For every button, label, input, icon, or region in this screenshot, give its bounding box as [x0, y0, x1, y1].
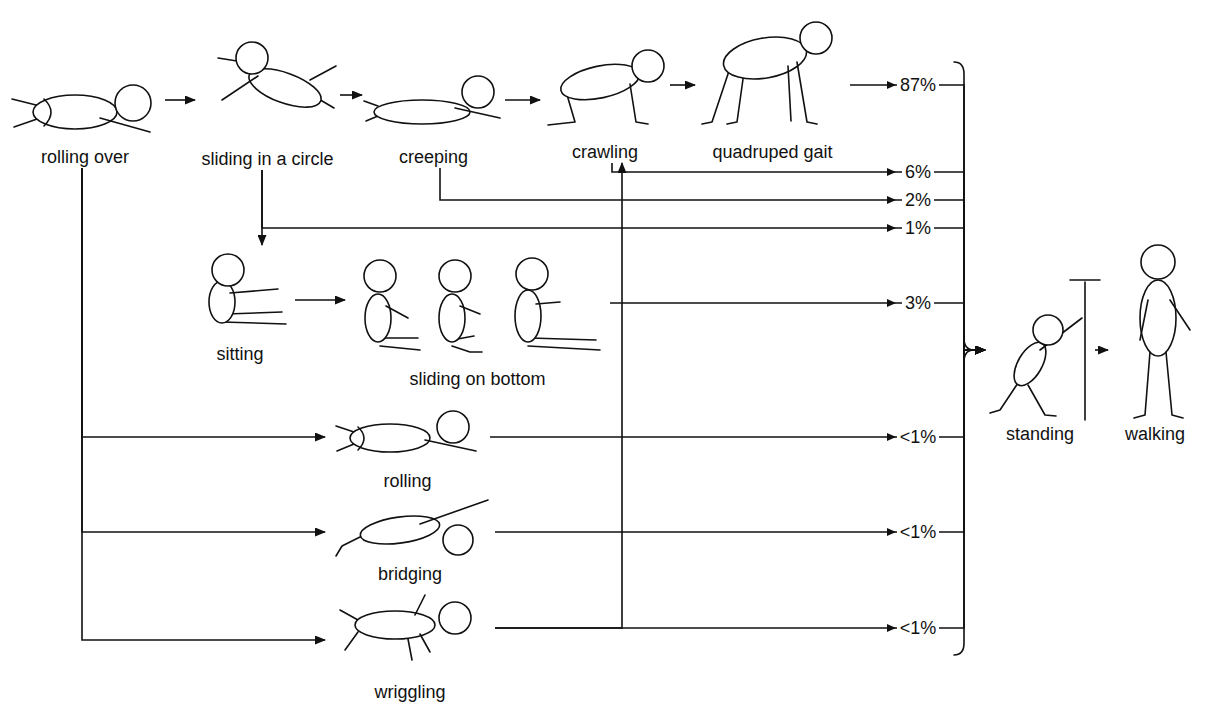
percent-label: <1%	[897, 617, 940, 639]
stage-label: rolling	[325, 470, 490, 492]
baby-figure	[12, 85, 151, 132]
arrow-connector	[262, 170, 985, 350]
stage-node: rolling	[325, 395, 490, 492]
arrow-connector	[261, 170, 263, 245]
baby-figure	[364, 76, 500, 124]
stage-label: wriggling	[325, 681, 495, 703]
arrow-connector	[505, 99, 540, 101]
arrow-connector	[495, 350, 985, 628]
arrow-connector	[165, 99, 195, 101]
stage-label: sliding in a circle	[195, 148, 340, 170]
percent-label: 3%	[902, 292, 934, 314]
baby-figure	[336, 411, 476, 452]
percent-label: 87%	[897, 74, 939, 96]
stage-label: sitting	[185, 343, 295, 365]
baby-figure	[515, 258, 600, 350]
percent-label: <1%	[897, 521, 940, 543]
percent-label: 6%	[902, 161, 934, 183]
percent-label: 1%	[902, 217, 934, 239]
stage-node: creeping	[362, 55, 505, 168]
baby-figure	[702, 22, 832, 124]
arrow-connector	[340, 94, 362, 96]
baby-figure	[548, 50, 664, 125]
stage-label: crawling	[540, 141, 670, 163]
baby-figure	[340, 595, 471, 660]
arrow-connector	[670, 84, 695, 86]
stage-label: sliding on bottom	[345, 368, 610, 390]
arrow-connector	[490, 350, 985, 437]
stage-node: wriggling	[325, 585, 495, 703]
stage-node: crawling	[540, 35, 670, 163]
arrow-connector	[440, 168, 985, 350]
stage-label: quadruped gait	[695, 141, 850, 163]
arrow-connector	[82, 168, 325, 532]
stage-label: rolling over	[5, 146, 165, 168]
arrow-connector	[1095, 349, 1108, 351]
arrow-connector	[612, 163, 985, 350]
stage-node: standing	[985, 265, 1095, 445]
stage-label: creeping	[362, 146, 505, 168]
stage-node: sliding on bottom	[345, 240, 610, 390]
arrow-connector	[295, 299, 345, 301]
stage-node: bridging	[325, 490, 495, 585]
arrowhead-symbol	[887, 81, 896, 632]
arrow-connector	[82, 168, 325, 640]
baby-figure	[1134, 245, 1190, 418]
stage-node: sliding in a circle	[195, 15, 340, 170]
stage-node: sitting	[185, 245, 295, 365]
baby-figure	[218, 42, 336, 115]
stage-node: walking	[1108, 240, 1202, 445]
baby-figure	[336, 500, 488, 556]
stage-label: walking	[1108, 423, 1202, 445]
baby-figure	[439, 260, 482, 352]
baby-figure	[364, 260, 420, 350]
arrow-connector	[495, 163, 622, 628]
percent-label: 2%	[902, 189, 934, 211]
stage-node: rolling over	[5, 70, 165, 168]
stage-label: bridging	[325, 563, 495, 585]
arrow-connector	[495, 350, 985, 532]
baby-figure	[990, 280, 1100, 420]
arrow-connector	[82, 168, 325, 437]
stage-label: standing	[985, 423, 1095, 445]
baby-figure	[209, 254, 286, 324]
stage-node: quadruped gait	[695, 10, 850, 163]
percent-label: <1%	[897, 426, 940, 448]
